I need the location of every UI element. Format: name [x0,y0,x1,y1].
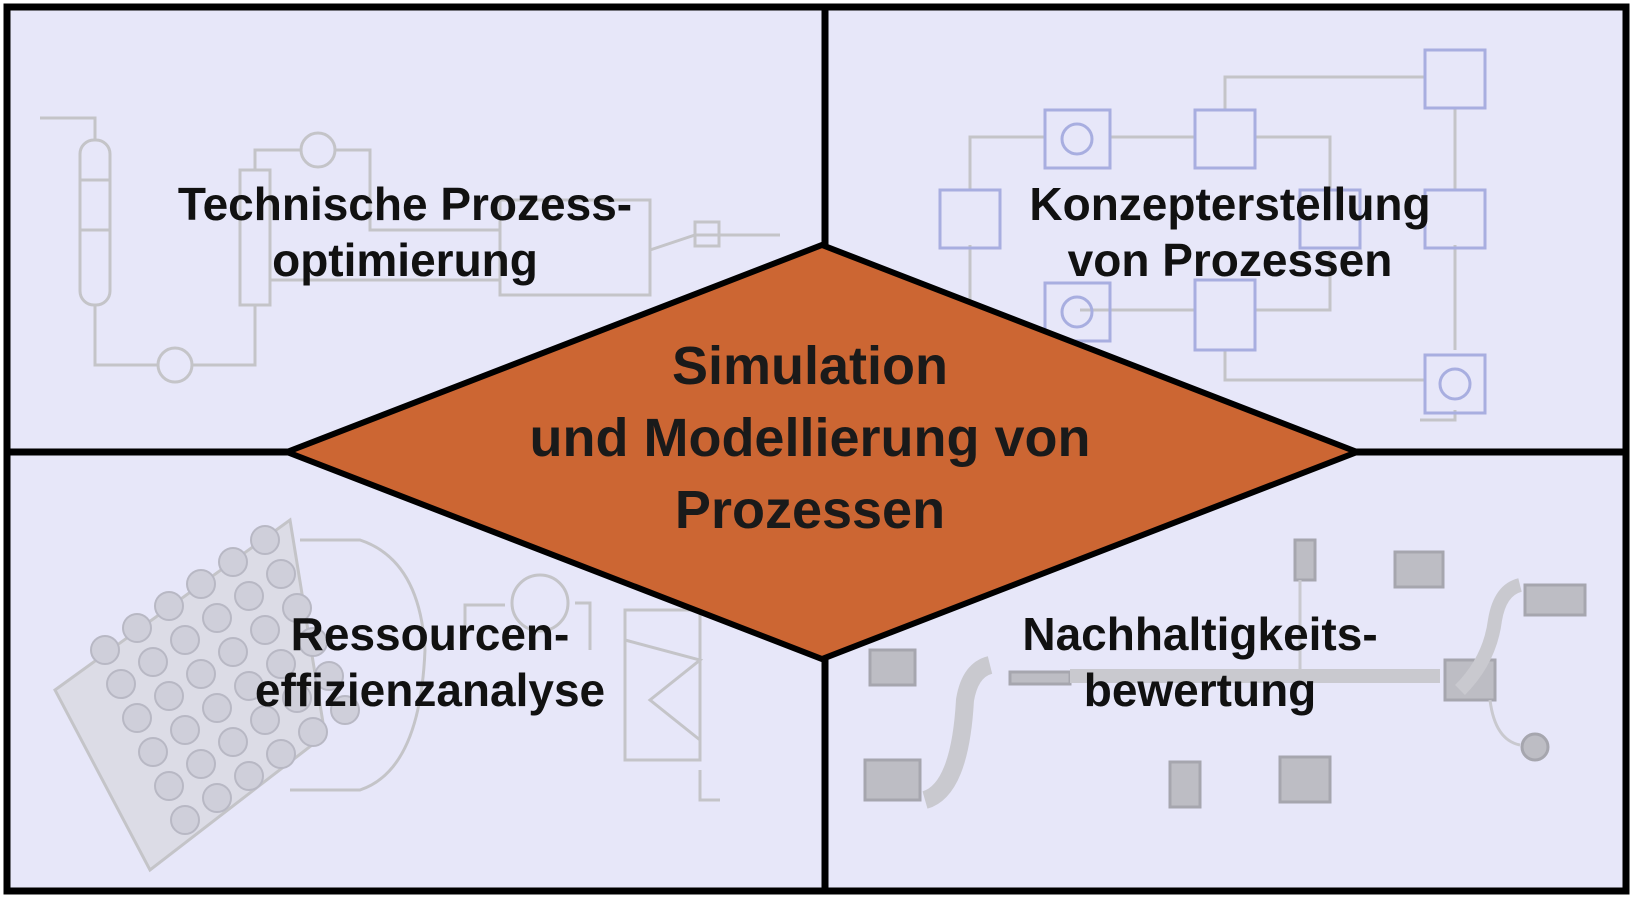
quadrant-top-left-line1: Technische Prozess- [177,178,633,230]
tube-circle [202,603,232,633]
tube-circle [330,695,360,725]
quadrant-bottom-right-line2: bewertung [1083,664,1317,716]
tube-circle [218,637,248,667]
tube-circle [154,771,184,801]
tube-circle [122,703,152,733]
tube-circle [282,593,312,623]
tube-circle [266,559,296,589]
center-diamond [278,241,1366,663]
quadrant-bottom-left-line2: effizienzanalyse [254,664,606,716]
tube-circle [250,615,280,645]
quadrant-bottom-left-label: Ressourcen- effizienzanalyse [200,606,660,718]
quadrant-top-left-label: Technische Prozess- optimierung [140,176,670,288]
tube-circle [282,683,312,713]
tube-bundle-sketch [90,525,360,835]
tube-circle [314,661,344,691]
quadrant-top-right-line1: Konzepterstellung [1029,178,1431,230]
tube-circle [122,613,152,643]
tube-circle [186,659,216,689]
tube-circle [298,717,328,747]
tube-circle [234,671,264,701]
tube-circle [266,739,296,769]
value-chain-sketch-bottom-right [863,538,1587,809]
tube-circle [186,569,216,599]
quadrant-bottom-right-line1: Nachhaltigkeits- [1022,608,1378,660]
tube-circle [154,681,184,711]
tube-circle [186,749,216,779]
tube-circle [170,625,200,655]
tube-circle [170,715,200,745]
tube-circle [250,705,280,735]
tube-circle [202,783,232,813]
tube-circle [234,761,264,791]
process-flow-sketch-top-left [40,116,780,384]
quadrant-bottom-left-line1: Ressourcen- [290,608,570,660]
center-label-line2: und Modellierung von [529,408,1091,468]
quadrant-top-right-line2: von Prozessen [1067,234,1393,286]
tube-circle [106,669,136,699]
tube-circle [90,635,120,665]
tube-circle [250,525,280,555]
quadrant-bottom-right-label: Nachhaltigkeits- bewertung [980,606,1420,718]
center-label-line3: Prozessen [674,480,946,540]
tube-circle [170,805,200,835]
quadrant-top-right-label: Konzepterstellung von Prozessen [980,176,1480,288]
tube-circle [298,627,328,657]
tube-circle [138,737,168,767]
tube-circle [154,591,184,621]
tube-circle [266,649,296,679]
tube-circle [234,581,264,611]
tube-circle [138,647,168,677]
center-label: Simulation und Modellierung von Prozesse… [380,330,1240,546]
tube-circle [218,547,248,577]
quadrant-top-left-line2: optimierung [272,234,538,286]
tube-circle [202,693,232,723]
center-label-line1: Simulation [671,336,948,396]
tube-circle [218,727,248,757]
